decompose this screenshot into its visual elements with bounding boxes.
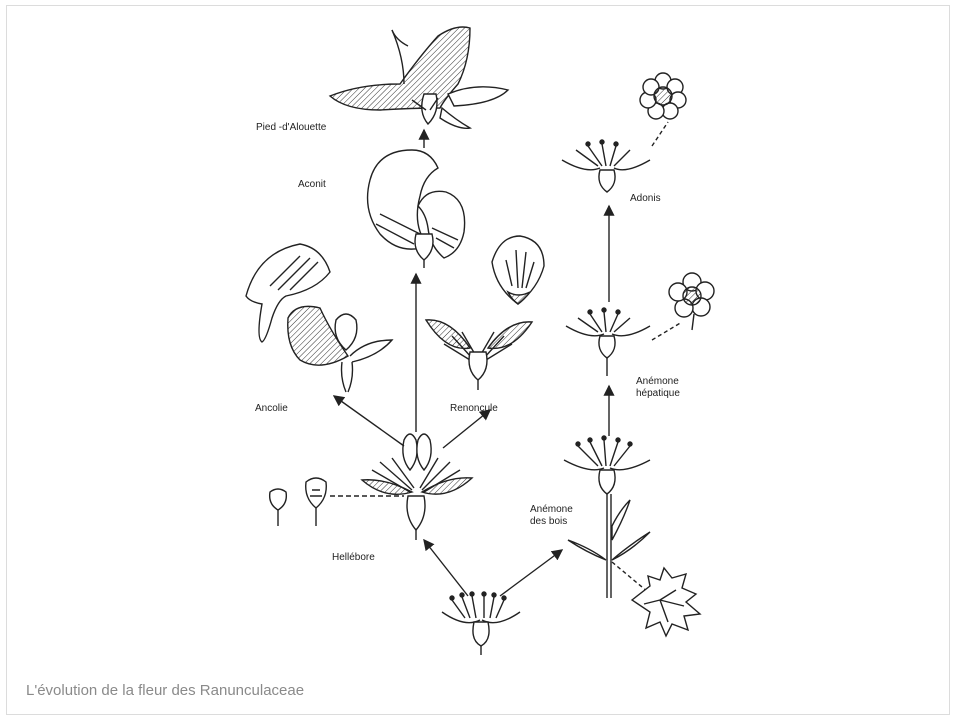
label-hellebore: Hellébore	[332, 552, 375, 563]
label-anemone-bois-line2: des bois	[530, 516, 567, 527]
anemone-hepatique-flower	[566, 273, 714, 376]
label-pied-alouette: Pied -d'Alouette	[256, 122, 327, 133]
label-anemone-hepatique-line2: hépatique	[636, 388, 680, 399]
label-anemone-bois-line1: Anémone	[530, 504, 573, 515]
pied-alouette-flower	[330, 27, 508, 128]
figure-caption: L'évolution de la fleur des Ranunculacea…	[26, 682, 304, 699]
renoncule-flower	[426, 236, 544, 390]
anemone-bois-flower	[564, 436, 700, 636]
ancolie-flower	[246, 244, 392, 392]
label-renoncule: Renoncule	[450, 403, 498, 414]
label-anemone-hepatique-line1: Anémone	[636, 376, 679, 387]
adonis-flower	[562, 73, 686, 192]
label-aconit: Aconit	[298, 179, 326, 190]
label-ancolie: Ancolie	[255, 403, 288, 414]
aconit-flower	[368, 150, 465, 268]
hellebore-flower	[270, 434, 472, 540]
ancestral-flower	[442, 592, 520, 655]
label-adonis: Adonis	[630, 193, 661, 204]
